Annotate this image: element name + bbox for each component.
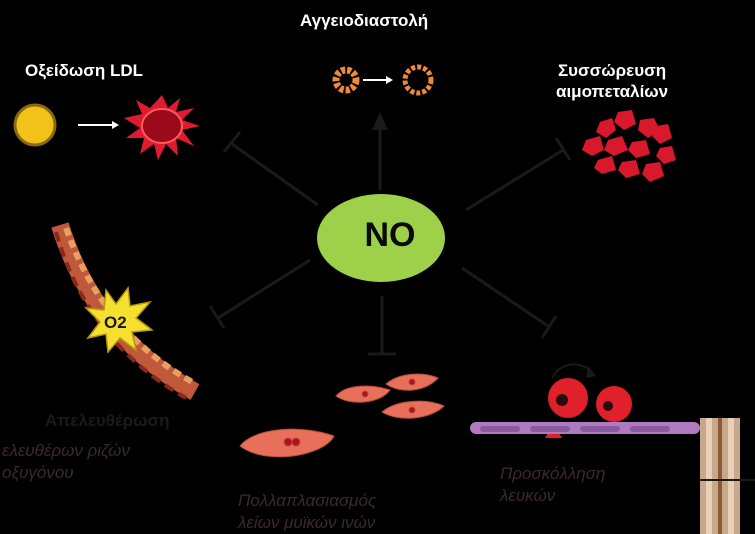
leukocyte-adhesion-icon	[470, 363, 700, 438]
label-platelet-line2: αιμοπεταλίων	[556, 82, 669, 101]
connector-ldl	[231, 142, 319, 207]
label-platelet-line1: Συσσώρευση	[557, 61, 667, 80]
o2-burst-icon	[83, 286, 154, 354]
vessel-wall-icon	[700, 418, 755, 534]
oxidized-ldl-icon	[124, 95, 200, 160]
label-o2-line2b: οξυγόνου	[2, 463, 74, 482]
label-adhesion-line2: λευκών	[500, 486, 556, 505]
label-o2-release-detail: ελευθέρων ριζών οξυγόνου	[2, 440, 130, 484]
connector-adhesion	[461, 266, 549, 328]
o2-symbol: O2	[104, 313, 127, 332]
label-leukocyte-adhesion: Προσκόλληση λευκών	[500, 463, 605, 507]
smooth-muscle-cells-icon	[239, 373, 445, 458]
label-o2-release: Απελευθέρωση	[45, 411, 170, 430]
fiber-bundle-icon: O2	[51, 222, 200, 400]
label-ldl-oxidation: Οξείδωση LDL	[25, 61, 144, 80]
arrowhead-vasodilation	[372, 112, 388, 130]
inhibit-bar-ldl	[222, 131, 242, 153]
vasodilation-icon	[332, 64, 434, 96]
inhibit-bar-adhesion	[540, 315, 558, 339]
no-center-label: NO	[364, 216, 416, 254]
label-vasodilation: Αγγειοδιαστολή	[300, 11, 429, 30]
ldl-oxidation-icon	[13, 95, 200, 160]
inhibit-bar-o2	[208, 305, 226, 329]
label-smc-line2: λείων μυϊκών ινών	[238, 513, 376, 532]
platelet-cluster-icon	[582, 110, 676, 182]
label-platelet-aggregation: Συσσώρευση αιμοπεταλίων	[556, 60, 668, 102]
label-adhesion-line1: Προσκόλληση	[500, 464, 606, 483]
inhibit-bar-platelets	[554, 137, 572, 161]
connector-o2	[217, 258, 311, 320]
label-smc-line1: Πολλαπλασιασμός	[238, 491, 377, 510]
connector-lines	[208, 128, 572, 356]
label-smc-proliferation: Πολλαπλασιασμός λείων μυϊκών ινών	[238, 490, 376, 534]
no-center-node	[317, 194, 445, 282]
connector-platelets	[465, 148, 564, 212]
label-o2-line2a: ελευθέρων ριζών	[2, 441, 130, 460]
